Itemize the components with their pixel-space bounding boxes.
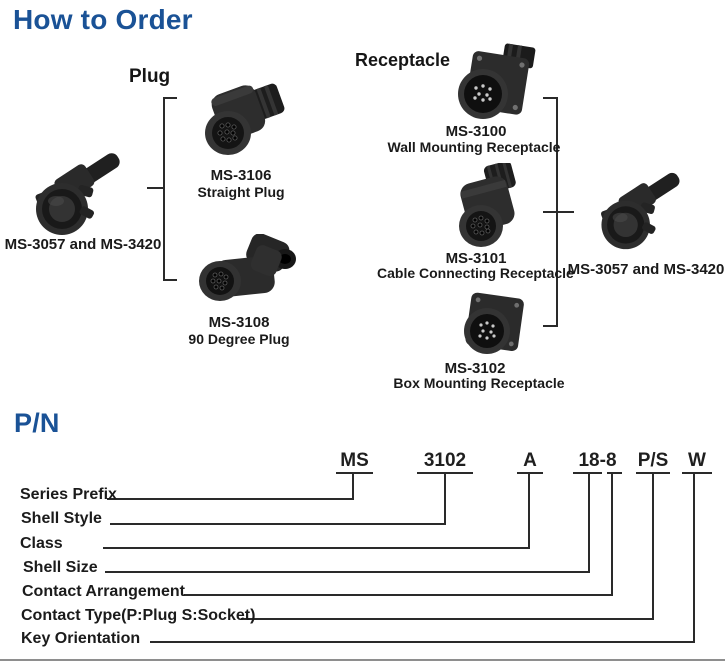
- leader-line-series-prefix: [107, 498, 354, 500]
- field-label-class: Class: [20, 535, 63, 552]
- ms-3057-receptacle-accessory-label: MS-3057 and MS-3420: [567, 261, 725, 278]
- pn-underline-w: [682, 472, 712, 474]
- receptacle-section-heading: Receptacle: [355, 50, 451, 70]
- leader-drop-contact-arrangement: [611, 474, 613, 596]
- ms-3106-image: [199, 80, 291, 164]
- field-label-key-orientation: Key Orientation: [21, 630, 141, 647]
- leader-drop-key-orientation: [693, 474, 695, 643]
- page-title: How to Order: [13, 4, 193, 35]
- connector-wall-mount-receptacle-icon: [458, 43, 536, 119]
- ms-3102-desc-label: Box Mounting Receptacle: [393, 375, 565, 391]
- leader-drop-series-prefix: [352, 474, 354, 500]
- ms-3102-code-label: MS-3102: [444, 360, 506, 377]
- ms-3101-desc-label: Cable Connecting Receptacle: [377, 265, 574, 281]
- pn-segment-class: A: [523, 450, 537, 471]
- leader-line-key-orientation: [150, 641, 695, 643]
- leader-line-contact-arrangement: [184, 594, 613, 596]
- leader-line-shell-size: [105, 571, 590, 573]
- connector-cable-receptacle-icon: [459, 163, 516, 247]
- pn-underline-3102: [417, 472, 473, 474]
- ms-3108-desc-label: 90 Degree Plug: [188, 331, 290, 347]
- ms-3101-image: [453, 163, 533, 255]
- connector-cable-clamp-icon: [600, 172, 680, 250]
- ms-3057-plug-accessory-label: MS-3057 and MS-3420: [4, 236, 162, 253]
- bottom-separator-line: [0, 659, 725, 661]
- connector-straight-plug-icon: [205, 83, 285, 155]
- plug-bracket-vertical-line: [163, 97, 165, 281]
- pn-underline-18: [573, 472, 602, 474]
- ms-3057-receptacle-accessory-image: [594, 164, 691, 256]
- leader-line-shell-style: [110, 523, 446, 525]
- receptacle-bracket-top-tick: [543, 97, 558, 99]
- plug-bracket-top-tick: [163, 97, 177, 99]
- field-label-contact-arrangement: Contact Arrangement: [22, 583, 185, 600]
- field-label-contact-type: Contact Type(P:Plug S:Socket): [21, 607, 256, 624]
- pn-segment-contact-type: P/S: [637, 450, 669, 471]
- ms-3100-image: [446, 41, 536, 125]
- leader-drop-class: [528, 474, 530, 549]
- receptacle-bracket-middle-tick: [543, 211, 574, 213]
- ms-3108-code-label: MS-3108: [208, 314, 270, 331]
- pn-underline-ps: [636, 472, 670, 474]
- connector-90-degree-plug-icon: [199, 234, 296, 301]
- pn-title: P/N: [14, 408, 60, 438]
- pn-underline-8: [607, 472, 622, 474]
- ms-3106-desc-label: Straight Plug: [197, 184, 285, 200]
- plug-bracket-middle-tick: [147, 187, 165, 189]
- leader-line-class: [103, 547, 530, 549]
- field-label-series-prefix: Series Prefix: [20, 486, 117, 503]
- pn-underline-a: [517, 472, 543, 474]
- field-label-shell-style: Shell Style: [21, 510, 102, 527]
- pn-segment-shell-style: 3102: [423, 450, 467, 471]
- pn-underline-ms: [336, 472, 373, 474]
- connector-cable-clamp-icon: [35, 153, 120, 235]
- leader-drop-shell-size: [588, 474, 590, 573]
- ms-3108-image: [192, 234, 298, 312]
- connector-box-mount-receptacle-icon: [464, 292, 524, 354]
- ms-3106-code-label: MS-3106: [210, 167, 272, 184]
- ms-3101-code-label: MS-3101: [445, 250, 507, 267]
- ms-3100-desc-label: Wall Mounting Receptacle: [387, 139, 561, 155]
- pn-segment-size-arrangement: 18-8: [578, 450, 617, 471]
- leader-drop-shell-style: [444, 474, 446, 525]
- pn-segment-series-prefix: MS: [340, 450, 369, 471]
- receptacle-bracket-bottom-tick: [543, 325, 558, 327]
- pn-segment-key-orientation: W: [688, 450, 706, 471]
- leader-drop-contact-type: [652, 474, 654, 620]
- ms-3102-image: [453, 288, 530, 362]
- ms-3100-code-label: MS-3100: [445, 123, 507, 140]
- plug-section-heading: Plug: [129, 66, 171, 87]
- leader-line-contact-type: [241, 618, 654, 620]
- ms-3057-plug-accessory-image: [28, 146, 132, 240]
- plug-bracket-bottom-tick: [163, 279, 177, 281]
- field-label-shell-size: Shell Size: [23, 559, 98, 576]
